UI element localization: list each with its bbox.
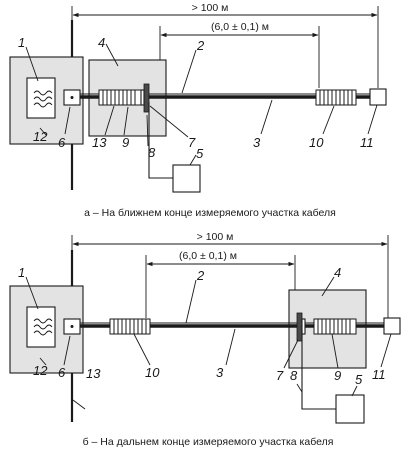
label-6: 6 (58, 135, 66, 150)
label-2: 2 (196, 268, 205, 283)
leader-lines (25, 43, 378, 166)
lead-8 (301, 330, 336, 410)
label-1: 1 (18, 265, 25, 280)
ferrite-coil-9 (313, 318, 357, 335)
ferrite-coil-10 (109, 318, 151, 335)
label-10: 10 (309, 135, 324, 150)
current-clamp-7 (143, 83, 150, 113)
label-13: 13 (92, 135, 107, 150)
terminator-11 (369, 88, 387, 106)
wave-icon (33, 318, 53, 336)
label-8: 8 (148, 145, 156, 160)
label-7: 7 (276, 368, 284, 383)
label-13: 13 (86, 366, 101, 381)
dimension-inner: (6,0 ± 0,1) м (159, 21, 320, 88)
dim-outer-label: > 100 м (197, 231, 234, 243)
terminator-11 (383, 317, 401, 335)
dimension-outer: > 100 м (71, 2, 379, 88)
receiver-5 (172, 164, 201, 193)
caption-b: б – На дальнем конце измеряемого участка… (83, 436, 334, 448)
label-3: 3 (216, 365, 224, 380)
label-4: 4 (334, 265, 341, 280)
wave-icon (33, 90, 53, 108)
current-clamp-7 (296, 312, 303, 342)
label-11: 11 (360, 135, 374, 150)
ferrite-coil-10 (315, 89, 357, 106)
leader-lines (25, 276, 392, 410)
label-11: 11 (372, 367, 386, 382)
lead-8 (148, 102, 173, 179)
label-3: 3 (253, 135, 261, 150)
ferrite-coil-9 (98, 89, 142, 106)
generator-1 (26, 77, 56, 119)
caption-a: а – На ближнем конце измеряемого участка… (84, 207, 336, 219)
dim-inner-label: (6,0 ± 0,1) м (211, 21, 269, 33)
dimension-inner: (6,0 ± 0,1) м (145, 250, 296, 318)
generator-1 (26, 306, 56, 348)
dim-outer-label: > 100 м (192, 2, 229, 14)
label-5: 5 (355, 372, 363, 387)
label-5: 5 (196, 146, 204, 161)
label-1: 1 (18, 35, 25, 50)
label-6: 6 (58, 365, 66, 380)
label-2: 2 (196, 38, 205, 53)
receiver-5 (335, 394, 365, 424)
diagram-b: > 100 м (6,0 ± 0,1) м (9, 231, 401, 448)
label-10: 10 (145, 365, 160, 380)
label-9: 9 (122, 135, 129, 150)
label-12: 12 (33, 363, 48, 378)
label-9: 9 (334, 368, 341, 383)
diagram-a: > 100 м (6,0 ± 0,1) м (9, 2, 387, 219)
label-7: 7 (188, 135, 196, 150)
dimension-outer: > 100 м (71, 231, 389, 318)
label-4: 4 (98, 35, 105, 50)
label-8: 8 (290, 368, 298, 383)
dim-inner-label: (6,0 ± 0,1) м (179, 250, 237, 262)
label-12: 12 (33, 129, 48, 144)
